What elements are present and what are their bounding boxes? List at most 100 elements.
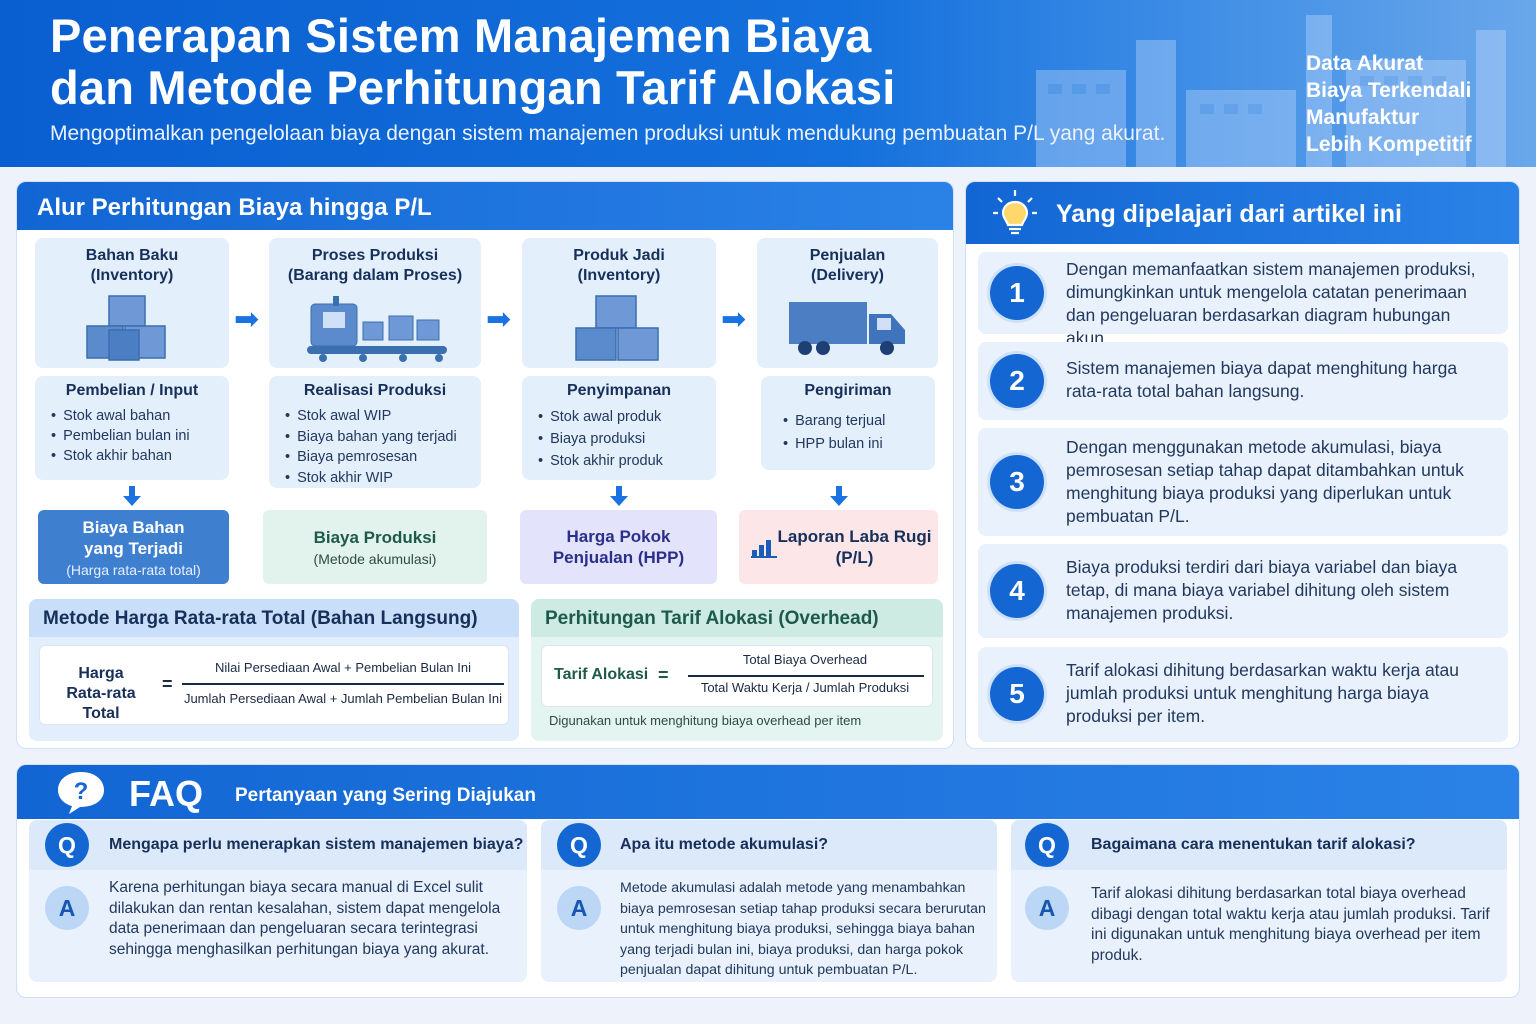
result-title: Biaya Produksi [313,528,437,547]
stage-detail-title: Realisasi Produksi [303,382,447,399]
learning-point-text: Dengan memanfaatkan sistem manajemen pro… [1066,259,1476,348]
faq-question: Bagaimana cara menentukan tarif alokasi? [1091,836,1416,853]
cost-flow-panel: Alur Perhitungan Biaya hingga P/L Bahan … [16,181,954,749]
result-income-statement: Laporan Laba Rugi (P/L) [739,510,938,584]
fraction-line [182,683,504,685]
header-tag: Data Akurat [1306,52,1424,75]
faq-item: Q Mengapa perlu menerapkan sistem manaje… [29,820,527,982]
allocation-rate-method-title: Perhitungan Tarif Alokasi (Overhead) [531,599,943,637]
page-title: Penerapan Sistem Manajemen Biaya dan Met… [50,10,895,114]
stage-detail-item: Stok awal produk [538,406,716,428]
stage-detail-item: Barang terjual [783,410,935,433]
formula-equals: = [162,674,173,694]
stage-detail-item: Pembelian bulan ini [51,426,229,446]
result-title: Biaya Bahan yang Terjadi [82,517,185,558]
stage-detail-title: Pembelian / Input [65,382,199,399]
cost-flow-title: Alur Perhitungan Biaya hingga P/L [17,182,953,230]
answer-badge: A [1025,886,1069,930]
result-title: Harga Pokok Penjualan (HPP) [552,527,685,567]
stage-name-line1: Penjualan [809,247,886,264]
faq-item: Q Bagaimana cara menentukan tarif alokas… [1011,820,1507,982]
answer-badge: A [557,886,601,930]
truck-icon [789,302,905,355]
number-badge: 2 [990,354,1044,408]
stage-name-line2: (Barang dalam Proses) [287,267,463,284]
average-price-method-title: Metode Harga Rata-rata Total (Bahan Lang… [29,599,519,637]
faq-title: FAQ [129,773,204,814]
stage-detail-item: Biaya bahan yang terjadi [285,427,481,448]
stage-name-line1: Bahan Baku [85,247,179,264]
number-badge: 3 [990,455,1044,509]
page-title-line1: Penerapan Sistem Manajemen Biaya [50,9,872,62]
allocation-rate-formula: Tarif Alokasi = Total Biaya Overhead Tot… [541,645,933,707]
stage-name-line2: (Inventory) [577,267,661,284]
result-cogs: Harga Pokok Penjualan (HPP) [520,510,717,584]
formula-lhs-line2: Rata-rata Total [66,685,136,722]
stage-detail-item: Biaya pemrosesan [285,447,481,468]
stage-name-line2: (Inventory) [90,267,174,284]
factory-background-icon [1036,15,1506,167]
learning-point: 3 Dengan menggunakan metode akumulasi, b… [978,428,1508,536]
result-subtitle: (Harga rata-rata total) [66,561,201,578]
stage-finished-goods: Produk Jadi (Inventory) [522,238,716,368]
boxes-icon [86,295,166,361]
stage-name: Penjualan (Delivery) [757,246,938,286]
stage-name: Bahan Baku (Inventory) [35,246,229,286]
result-title: Laporan Laba Rugi (P/L) [777,527,932,567]
formula-denominator: Jumlah Persediaan Awal + Jumlah Pembelia… [183,691,503,706]
number-badge: 1 [990,266,1044,320]
page-subtitle: Mengoptimalkan pengelolaan biaya dengan … [50,122,1166,145]
stage-detail-title: Penyimpanan [566,382,672,399]
stage-name: Proses Produksi (Barang dalam Proses) [269,246,481,286]
learning-points-title: Yang dipelajari dari artikel ini [966,182,1519,244]
stage-name-line1: Produk Jadi [573,247,665,264]
stage-detail-item: Stok akhir WIP [285,468,481,489]
stage-name-line1: Proses Produksi [311,247,439,264]
svg-text:?: ? [74,778,89,805]
faq-question-row: Q Bagaimana cara menentukan tarif alokas… [1011,820,1507,870]
faq-header: ? FAQ Pertanyaan yang Sering Diajukan [17,765,1519,819]
faq-question-row: Q Mengapa perlu menerapkan sistem manaje… [29,820,527,870]
arrow-right-icon: ➡ [486,303,512,336]
formula-equals: = [658,665,669,685]
average-price-formula: Harga Rata-rata Total = Nilai Persediaan… [39,645,509,725]
faq-answer: Metode akumulasi adalah metode yang mena… [620,880,986,978]
bar-chart-icon [751,540,777,558]
stage-name-line2: (Delivery) [811,267,884,284]
stage-detail-title: Pengiriman [804,382,892,399]
learning-point-text: Sistem manajemen biaya dapat menghitung … [1066,358,1458,401]
learning-point-text: Dengan menggunakan metode akumulasi, bia… [1066,437,1464,526]
header-banner: Penerapan Sistem Manajemen Biaya dan Met… [0,0,1536,167]
formula-lhs: Tarif Alokasi [554,666,649,683]
question-bubble-icon: ? [58,772,104,814]
arrow-right-icon: ➡ [721,303,747,336]
formula-lhs-line1: Harga [78,665,124,682]
faq-answer: Karena perhitungan biaya secara manual d… [109,879,501,958]
lightbulb-icon [993,190,1037,235]
header-tags: Data Akurat Biaya Terkendali Manufaktur … [1306,50,1472,158]
question-badge: Q [45,823,89,867]
formula-numerator: Total Biaya Overhead [742,652,868,667]
question-badge: Q [1025,823,1069,867]
faq-subtitle: Pertanyaan yang Sering Diajukan [235,785,536,806]
number-badge: 5 [990,667,1044,721]
formula-lhs: Harga Rata-rata Total [46,664,156,724]
stage-detail-item: Stok akhir produk [538,450,716,472]
stage-finished-goods-details: Penyimpanan Stok awal produk Biaya produ… [522,376,716,480]
stage-production-details: Realisasi Produksi Stok awal WIP Biaya b… [269,376,481,488]
formula-denominator: Total Waktu Kerja / Jumlah Produksi [700,680,910,695]
faq-answer: Tarif alokasi dihitung berdasarkan total… [1091,885,1490,964]
question-badge: Q [557,823,601,867]
average-price-method: Metode Harga Rata-rata Total (Bahan Lang… [29,599,519,741]
faq-question: Apa itu metode akumulasi? [620,836,829,853]
faq-question-row: Q Apa itu metode akumulasi? [541,820,997,870]
allocation-rate-method: Perhitungan Tarif Alokasi (Overhead) Tar… [531,599,943,741]
conveyor-icon [307,296,447,362]
stage-raw-material-details: Pembelian / Input Stok awal bahan Pembel… [35,376,229,480]
learning-point-text: Tarif alokasi dihitung berdasarkan waktu… [1066,660,1459,726]
result-production-cost: Biaya Produksi (Metode akumulasi) [263,510,487,584]
faq-question: Mengapa perlu menerapkan sistem manajeme… [109,836,524,853]
page-title-line2: dan Metode Perhitungan Tarif Alokasi [50,61,896,114]
faq-panel: ? FAQ Pertanyaan yang Sering Diajukan Q … [16,764,1520,998]
result-subtitle: (Metode akumulasi) [313,551,437,567]
